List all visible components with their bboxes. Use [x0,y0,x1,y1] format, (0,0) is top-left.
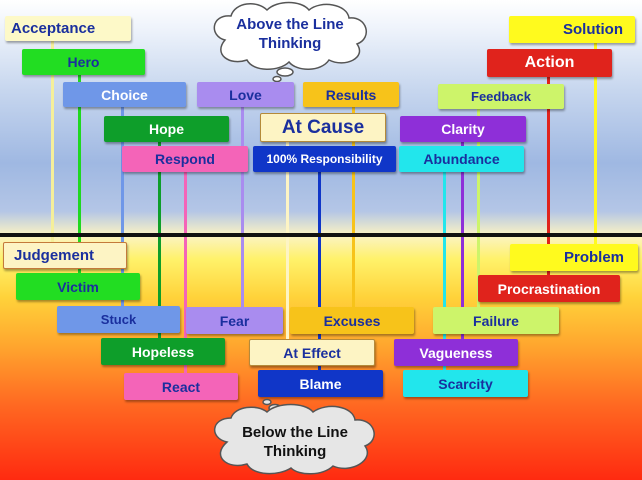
below-cloud-line2: Thinking [263,443,327,460]
at-effect-box: At Effect [249,339,375,366]
victim-box: Victim [16,273,140,300]
hero-box: Hero [22,49,145,75]
line-love-fear [241,106,244,309]
line-action-procrastination [547,76,550,276]
thought-cloud-icon [213,1,367,82]
thought-cloud-icon [214,398,375,475]
line-acceptance-judgement [51,40,54,243]
react-box: React [124,373,238,400]
above-cloud-line1: Above the Line [236,16,344,33]
results-box: Results [303,82,399,107]
responsibility-box: 100% Responsibility [253,146,396,172]
line-responsibility-blame [318,171,321,371]
line-choice-stuck [121,106,124,308]
line-feedback-failure [477,108,480,308]
line-atcause-ateffect [286,141,289,340]
abundance-box: Abundance [399,146,524,172]
stuck-box: Stuck [57,306,180,333]
blame-box: Blame [258,370,383,397]
respond-box: Respond [122,146,248,172]
line-results-excuses [352,106,355,308]
below-the-line-thought-cloud: Below the Line Thinking [205,396,385,478]
action-box: Action [487,49,612,77]
vagueness-box: Vagueness [394,339,518,366]
failure-box: Failure [433,307,559,334]
at-cause-box: At Cause [260,113,386,142]
feedback-box: Feedback [438,84,564,109]
line-hope-hopeless [158,141,161,339]
clarity-box: Clarity [400,116,526,142]
solution-box: Solution [509,16,635,43]
scarcity-box: Scarcity [403,370,528,397]
line-hero-victim [78,74,81,276]
choice-box: Choice [63,82,186,107]
above-the-line-thought-cloud: Above the Line Thinking [205,0,375,82]
love-box: Love [197,82,294,107]
procrastination-box: Procrastination [478,275,620,302]
excuses-box: Excuses [290,307,414,334]
line-solution-problem [594,42,597,245]
the-line-divider [0,233,642,237]
above-cloud-line2: Thinking [258,35,322,52]
fear-box: Fear [186,307,283,334]
acceptance-box: Acceptance [5,16,131,41]
line-abundance-scarcity [443,171,446,371]
line-clarity-vagueness [461,141,464,340]
hopeless-box: Hopeless [101,338,225,365]
hope-box: Hope [104,116,229,142]
below-cloud-line1: Below the Line [242,424,348,441]
line-respond-react [184,171,187,374]
problem-box: Problem [510,244,638,271]
judgement-box: Judgement [3,242,127,269]
